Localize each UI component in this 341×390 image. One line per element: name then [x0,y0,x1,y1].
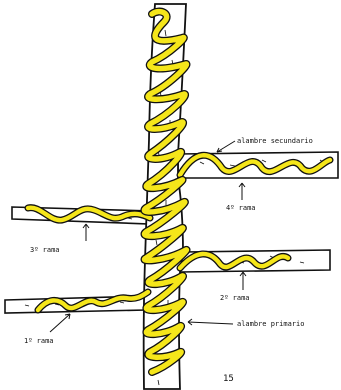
arrow-icon [188,319,233,325]
label-branch-1: 1º rama [24,337,54,345]
label-branch-4: 4º rama [226,204,256,212]
label-primary-wire: alambre primario [237,320,304,328]
page-number: 15 [223,374,234,384]
arrow-icon [217,141,235,152]
arrow-icon [83,224,89,241]
arrow-icon [50,314,70,332]
label-branch-2: 2º rama [220,294,250,302]
label-secondary-wire: alambre secundario [237,137,313,145]
arrow-icon [240,272,246,290]
arrow-icon [239,183,245,200]
label-branch-3: 3º rama [30,246,60,254]
